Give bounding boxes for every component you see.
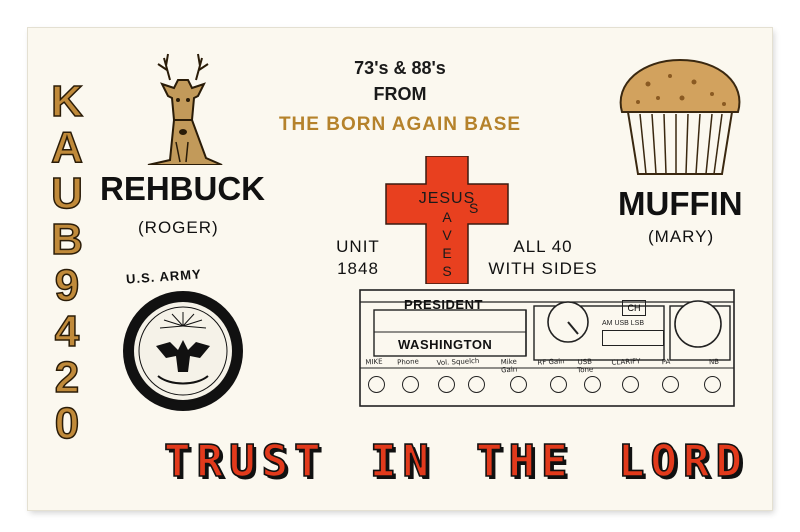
knob (662, 376, 679, 393)
right-real-name: (MARY) (648, 227, 715, 246)
unit-label: UNIT 1848 (328, 236, 388, 280)
callsign-letter: U (50, 169, 83, 218)
left-real-name: (ROGER) (138, 218, 219, 237)
knob (402, 376, 419, 393)
seal-caption: U.S. ARMY (125, 266, 203, 287)
callsign-letter: 0 (54, 399, 80, 448)
knob (622, 376, 639, 393)
radio-model: WASHINGTON (398, 337, 493, 352)
knob (550, 376, 567, 393)
cross-letter: S (442, 263, 452, 279)
footer-word-the: THE (475, 435, 574, 488)
knob-label: Mike Gain (500, 357, 518, 375)
cross-saves: S A V E S (426, 190, 468, 280)
right-handle: MUFFIN (618, 185, 743, 222)
callsign-letter: 4 (54, 307, 80, 356)
base-title: THE BORN AGAIN BASE (278, 114, 522, 135)
cross-icon (385, 156, 509, 284)
footer-word-in: IN (369, 435, 435, 488)
knob (438, 376, 455, 393)
callsign-letter: 2 (54, 353, 80, 402)
knob-label: USB Tone (576, 357, 594, 375)
callsign-letter: B (50, 215, 83, 264)
greeting-line: 73's & 88's (354, 58, 446, 78)
channel-display: CH (622, 300, 646, 316)
knob (510, 376, 527, 393)
knob (704, 376, 721, 393)
speaker-icon (674, 300, 722, 348)
unit-label-line1: UNIT (336, 237, 380, 256)
deer-icon (147, 53, 223, 165)
sides-label: ALL 40 WITH SIDES (480, 236, 606, 280)
knob (368, 376, 385, 393)
cross-letter-s: S (469, 200, 479, 216)
footer-word-trust: TRUST (163, 435, 327, 488)
knob (584, 376, 601, 393)
from-line: FROM (373, 84, 427, 104)
callsign-letter: 9 (54, 261, 80, 310)
knob (468, 376, 485, 393)
s-meter-icon (547, 301, 589, 343)
muffin-icon (619, 58, 741, 175)
unit-number: 1848 (337, 259, 379, 278)
callsign-letter: A (50, 123, 83, 172)
channel-label: CH (627, 303, 641, 313)
left-handle: REHBUCK (100, 170, 265, 207)
cross-letter: V (442, 227, 452, 243)
cross-letter: E (442, 245, 452, 261)
sides-line1: ALL 40 (513, 237, 573, 256)
cross-jesus: JESUS (418, 190, 476, 207)
mode-switch (602, 330, 664, 346)
qsl-card: K A U B 9 4 2 0 73's & 88's FROM THE BOR… (28, 28, 772, 510)
radio-brand: PRESIDENT (404, 297, 483, 312)
cross-letter: A (442, 209, 452, 225)
mode-labels: AM USB LSB (602, 320, 645, 327)
footer-word-lord: LORD (617, 435, 748, 488)
callsign-letter: K (50, 77, 83, 126)
sides-line2: WITH SIDES (488, 259, 598, 278)
army-seal-icon (123, 291, 243, 411)
knob-label: RF Gain (537, 357, 565, 367)
